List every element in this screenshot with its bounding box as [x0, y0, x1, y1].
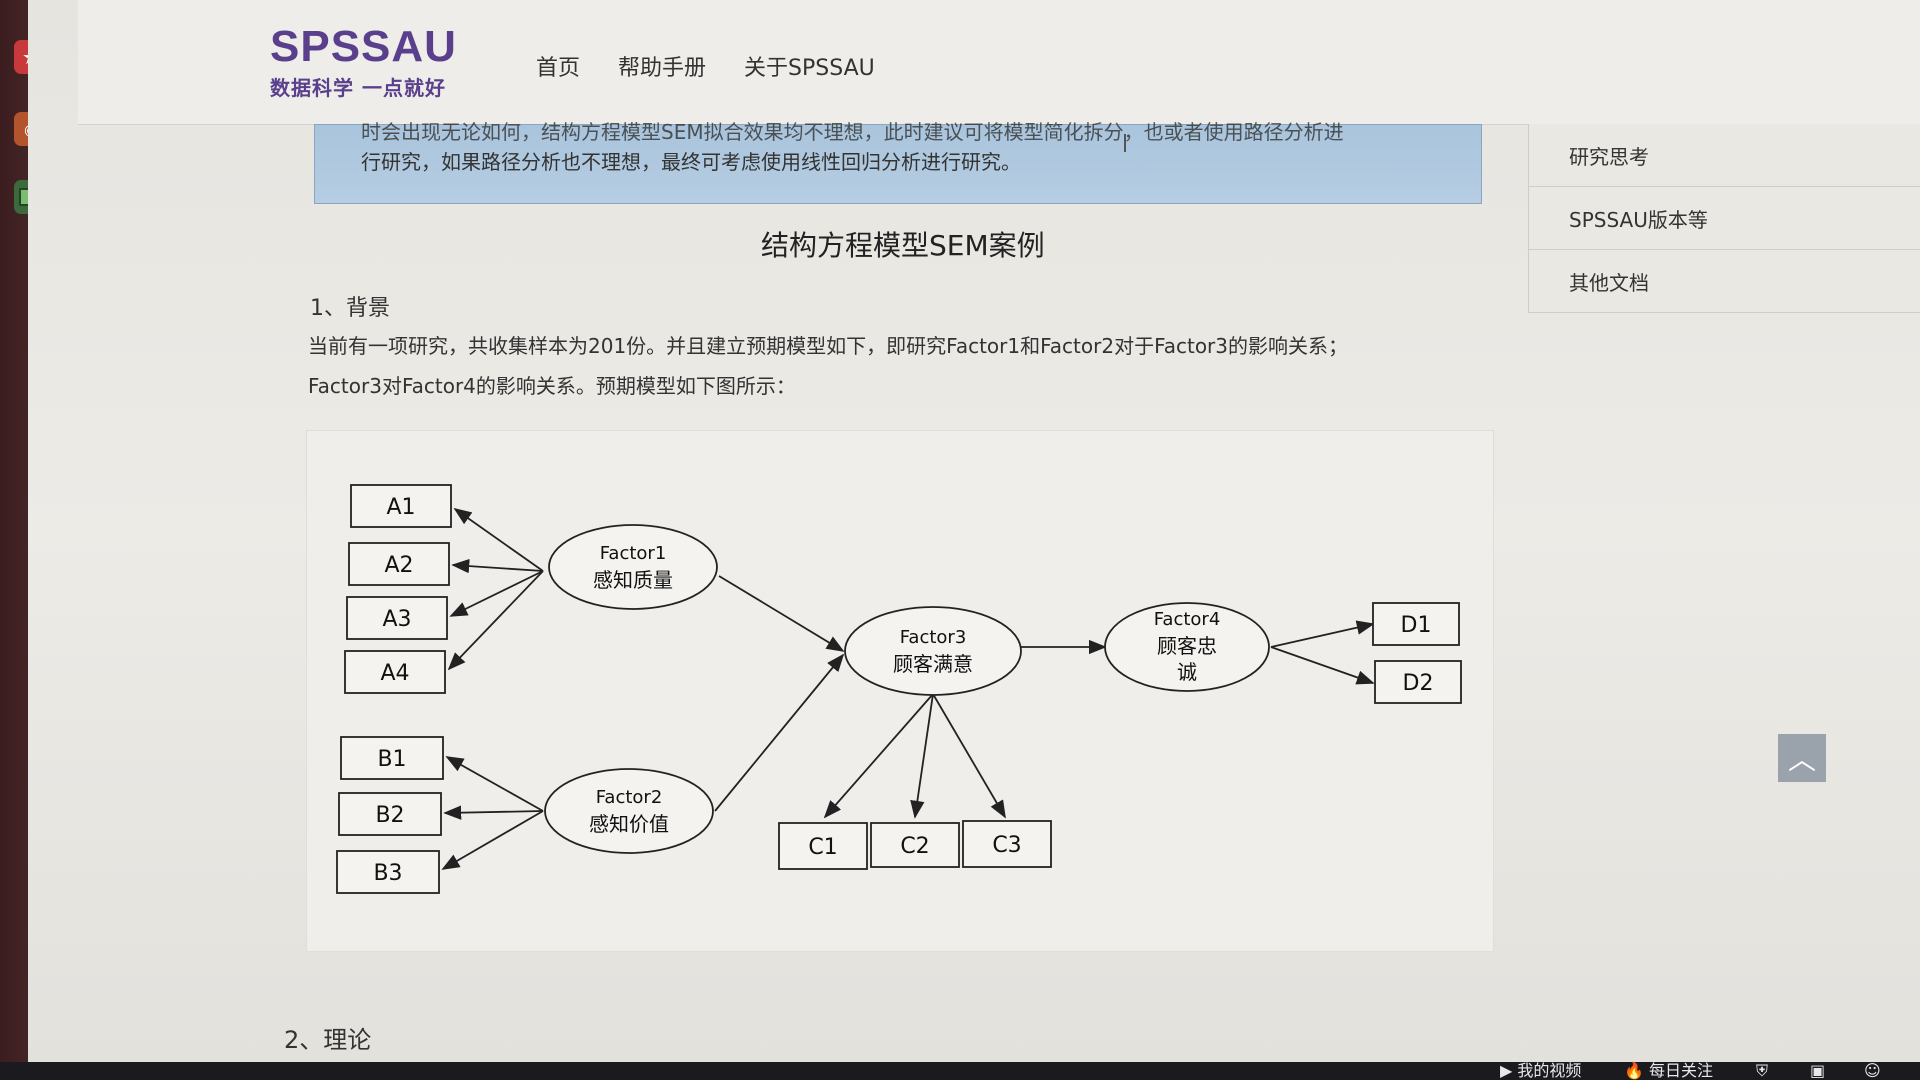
factor1-name: Factor1: [600, 543, 667, 564]
taskbar-daily-focus-label: 每日关注: [1649, 1061, 1714, 1080]
site-header: [78, 0, 1920, 125]
chat-icon[interactable]: ☺: [1864, 1061, 1881, 1080]
factor3-name: Factor3: [900, 627, 967, 648]
nav-about[interactable]: 关于SPSSAU: [744, 56, 875, 81]
box-c3: [962, 820, 1052, 868]
label-c3: C3: [992, 833, 1021, 858]
path-f4-d2: [1270, 646, 1375, 685]
sem-diagram-svg: A1 A2 A3 A4 B1 B2 B3 C1 C2 C3 D1 D2 Fact…: [336, 484, 1462, 894]
label-a1: A1: [386, 495, 415, 520]
path-f3-c3: [932, 693, 1006, 819]
path-f1-a3: [449, 570, 544, 617]
path-f3-c2: [910, 693, 934, 819]
browser-page: 时会出现无论如何，结构方程模型SEM拟合效果均不理想，此时建议可将模型简化拆分，…: [28, 0, 1920, 1065]
box-b1: [340, 736, 444, 780]
factor4-cn-2: 诚: [1177, 660, 1197, 684]
label-d2: D2: [1403, 671, 1434, 696]
logo-slogan: 数据科学 一点就好: [270, 76, 446, 100]
label-a4: A4: [380, 661, 409, 686]
path-f1-a2: [451, 558, 544, 574]
path-f2-f3: [714, 653, 845, 812]
label-b2: B2: [375, 803, 404, 828]
label-b1: B1: [377, 747, 406, 772]
box-a1: [350, 484, 452, 528]
path-f2-b1: [445, 756, 544, 812]
taskbar-my-videos-label: 我的视频: [1517, 1061, 1582, 1080]
box-d2: [1374, 660, 1462, 704]
chevron-up-icon: ︿: [1787, 743, 1816, 776]
sidebar-item-research[interactable]: 研究思考: [1528, 124, 1920, 187]
factor1-cn: 感知质量: [593, 568, 673, 592]
box-c1: [778, 822, 868, 870]
factor4-cn: 顾客忠: [1157, 634, 1217, 658]
ellipse-factor3: [844, 606, 1022, 696]
factor2-name: Factor2: [596, 787, 663, 808]
label-b3: B3: [373, 861, 402, 886]
ellipse-factor4: [1104, 602, 1270, 692]
section-heading-theory: 2、理论: [284, 1026, 372, 1054]
taskbar-my-videos[interactable]: ▶ 我的视频: [1500, 1061, 1582, 1080]
factor3-cn: 顾客满意: [893, 652, 973, 676]
label-a3: A3: [382, 607, 411, 632]
box-b3: [336, 850, 440, 894]
paragraph-line-2: Factor3对Factor4的影响关系。预期模型如下图所示：: [308, 374, 796, 398]
text-cursor: [1124, 134, 1126, 152]
path-f1-a1: [453, 507, 544, 572]
label-d1: D1: [1401, 613, 1432, 638]
box-a2: [348, 542, 450, 586]
taskbar: ▶ 我的视频 🔥 每日关注 ⛨ ▣ ☺: [0, 1062, 1920, 1080]
article-title: 结构方程模型SEM案例: [761, 229, 1045, 262]
label-a2: A2: [384, 553, 413, 578]
path-f1-a4: [447, 570, 544, 671]
path-f3-c1: [823, 693, 934, 819]
nav-home[interactable]: 首页: [536, 56, 581, 81]
path-f2-b3: [441, 810, 544, 870]
note-line-2: 行研究，如果路径分析也不理想，最终可考虑使用线性回归分析进行研究。: [361, 150, 1021, 174]
logo-text: SPSSAU: [270, 22, 457, 71]
back-to-top-button[interactable]: ︿: [1778, 734, 1826, 782]
path-f2-b2: [443, 805, 544, 820]
shield-icon[interactable]: ⛨: [1756, 1061, 1769, 1080]
path-f1-f3: [718, 575, 845, 652]
image-icon[interactable]: ▣: [1810, 1061, 1826, 1080]
paragraph-line-1: 当前有一项研究，共收集样本为201份。并且建立预期模型如下，即研究Factor1…: [308, 334, 1349, 358]
box-b2: [338, 792, 442, 836]
factor4-name: Factor4: [1154, 609, 1221, 630]
label-c1: C1: [808, 835, 837, 860]
taskbar-daily-focus[interactable]: 🔥 每日关注: [1624, 1061, 1714, 1080]
factor2-cn: 感知价值: [589, 812, 669, 836]
box-a3: [346, 596, 448, 640]
box-d1: [1372, 602, 1460, 646]
section-heading-background: 1、背景: [310, 296, 390, 321]
sem-model-diagram: A1 A2 A3 A4 B1 B2 B3 C1 C2 C3 D1 D2 Fact…: [306, 430, 1494, 952]
path-f4-d1: [1270, 620, 1375, 648]
label-c2: C2: [900, 834, 929, 859]
box-a4: [344, 650, 446, 694]
sidebar-item-version[interactable]: SPSSAU版本等: [1528, 187, 1920, 250]
note-line-1: 时会出现无论如何，结构方程模型SEM拟合效果均不理想，此时建议可将模型简化拆分，…: [361, 120, 1344, 144]
background-paragraph: 当前有一项研究，共收集样本为201份。并且建立预期模型如下，即研究Factor1…: [308, 326, 1488, 406]
main-nav: 首页 帮助手册 关于SPSSAU: [536, 50, 875, 82]
nav-help-manual[interactable]: 帮助手册: [618, 56, 707, 81]
site-logo[interactable]: SPSSAU 数据科学 一点就好: [270, 24, 457, 101]
info-note: 时会出现无论如何，结构方程模型SEM拟合效果均不理想，此时建议可将模型简化拆分，…: [314, 120, 1482, 204]
sidebar-item-other-docs[interactable]: 其他文档: [1528, 250, 1920, 313]
ellipse-factor1: [548, 524, 718, 610]
box-c2: [870, 822, 960, 868]
ellipse-factor2: [544, 768, 714, 854]
sidebar: 研究思考 SPSSAU版本等 其他文档: [1528, 124, 1920, 313]
